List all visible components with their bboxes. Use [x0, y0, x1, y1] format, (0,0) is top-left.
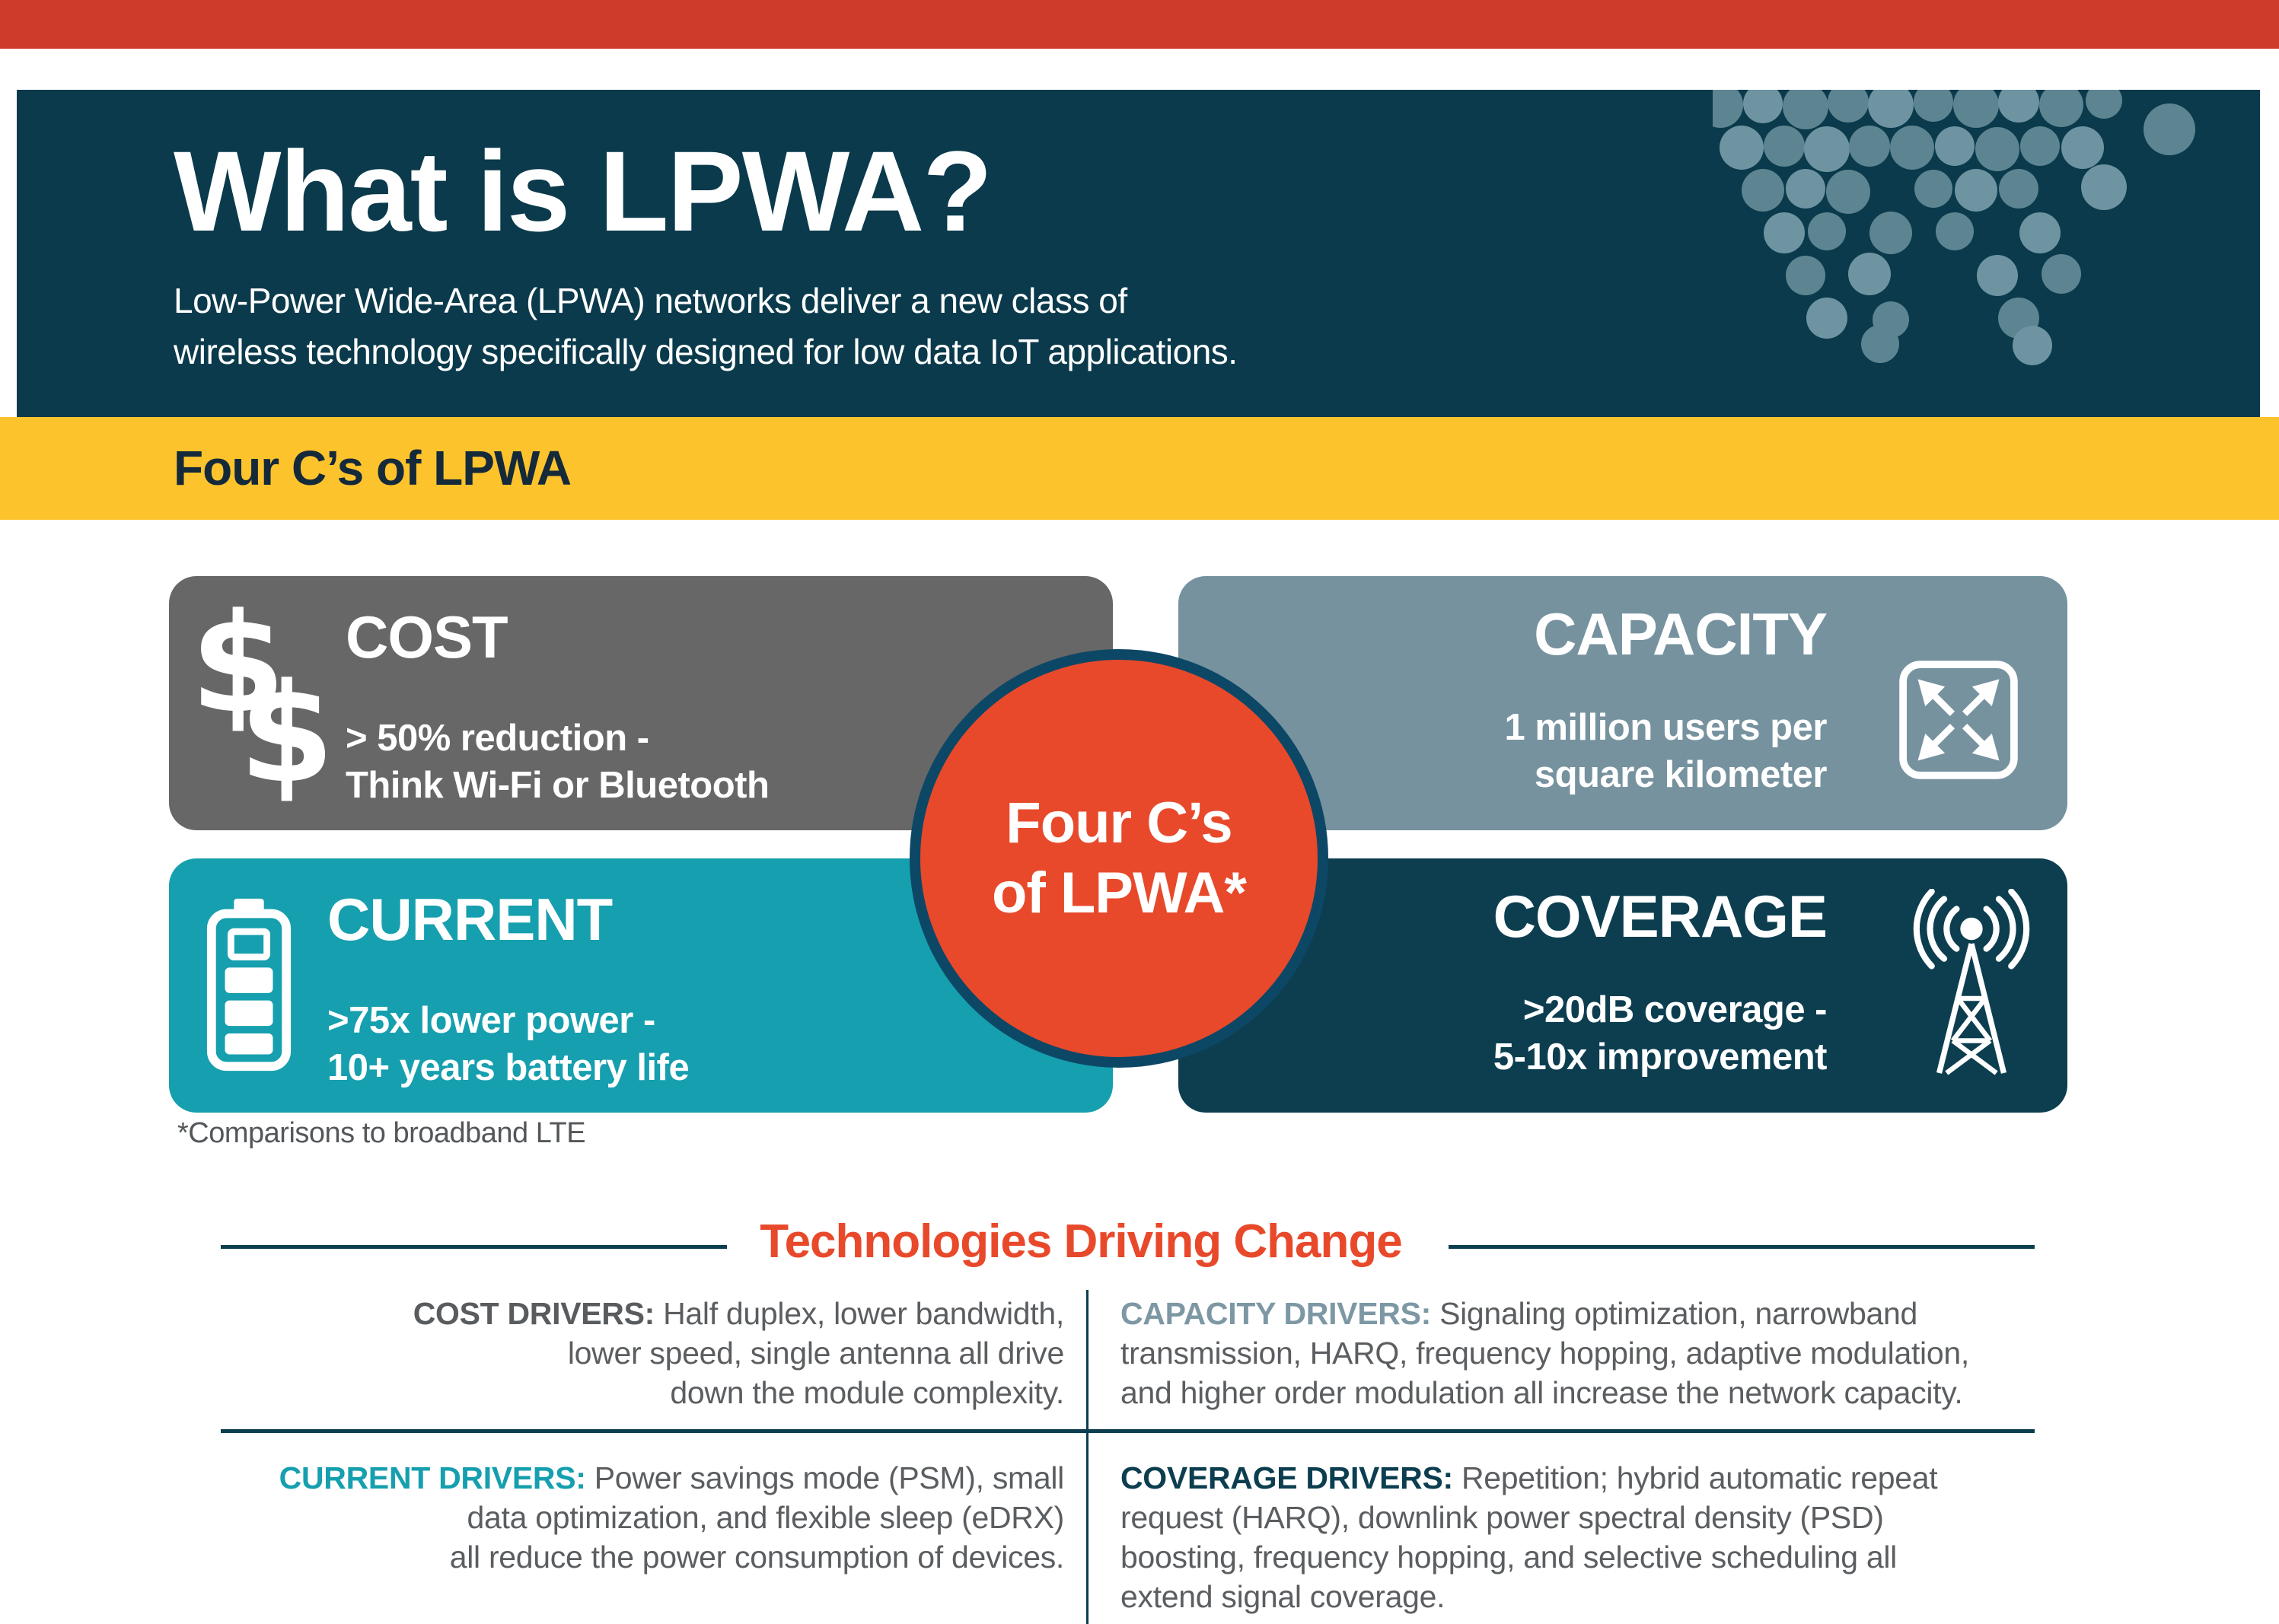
radio-tower-icon: [1913, 889, 2030, 1075]
cost-card-title: COST: [346, 603, 508, 670]
current-card-title: CURRENT: [327, 886, 613, 953]
current-drivers-block: CURRENT DRIVERS: Power savings mode (PSM…: [279, 1460, 1065, 1575]
title-rule-left: [221, 1245, 727, 1249]
cost-card-text: > 50% reduction - Think Wi-Fi or Bluetoo…: [346, 718, 770, 806]
cost-drivers-label: COST DRIVERS:: [413, 1296, 655, 1331]
cost-drivers-block: COST DRIVERS: Half duplex, lower bandwid…: [413, 1296, 1065, 1410]
page-subtitle: Low-Power Wide-Area (LPWA) networks deli…: [174, 275, 1238, 377]
coverage-drivers-block: COVERAGE DRIVERS: Repetition; hybrid aut…: [1120, 1460, 1938, 1614]
section-band: Four C’s of LPWA: [0, 417, 2279, 520]
coverage-card-title: COVERAGE: [1493, 883, 1828, 950]
current-drivers-label: CURRENT DRIVERS:: [279, 1460, 586, 1495]
current-card-text: >75x lower power - 10+ years battery lif…: [327, 1000, 690, 1088]
page-title: What is LPWA?: [174, 127, 993, 255]
header-section: What is LPWA? Low-Power Wide-Area (LPWA)…: [17, 90, 2260, 417]
capacity-card-title: CAPACITY: [1534, 600, 1828, 667]
badge-line-1: Four C’s: [1006, 791, 1232, 855]
dot-pattern-decoration: [1713, 90, 2195, 365]
coverage-card: COVERAGE >20dB coverage - 5-10x improvem…: [1178, 858, 2067, 1113]
section-band-title: Four C’s of LPWA: [174, 441, 572, 495]
top-accent-bar: [0, 0, 2279, 49]
capacity-drivers-block: CAPACITY DRIVERS: Signaling optimization…: [1120, 1296, 1969, 1410]
title-rule-right: [1449, 1245, 2035, 1249]
row-divider-rule: [221, 1429, 2035, 1433]
four-cs-badge: Four C’s of LPWA*: [910, 649, 1328, 1068]
dollar-signs-icon: $ $: [190, 584, 335, 814]
capacity-drivers-label: CAPACITY DRIVERS:: [1120, 1296, 1431, 1331]
subtitle-line-1: Low-Power Wide-Area (LPWA) networks deli…: [174, 281, 1127, 320]
capacity-card: CAPACITY 1 million users per square kilo…: [1178, 576, 2067, 830]
subtitle-line-2: wireless technology specifically designe…: [174, 332, 1238, 371]
coverage-drivers-label: COVERAGE DRIVERS:: [1120, 1460, 1453, 1495]
tech-section-title: Technologies Driving Change: [760, 1215, 1402, 1268]
badge-line-2: of LPWA*: [992, 861, 1247, 925]
footnote: *Comparisons to broadband LTE: [177, 1117, 586, 1149]
coverage-card-text: >20dB coverage - 5-10x improvement: [1493, 989, 1828, 1078]
expand-arrows-icon: [1899, 661, 2018, 779]
capacity-card-text: 1 million users per square kilometer: [1504, 707, 1828, 795]
column-divider-rule: [1086, 1290, 1089, 1624]
battery-icon: [206, 898, 292, 1072]
